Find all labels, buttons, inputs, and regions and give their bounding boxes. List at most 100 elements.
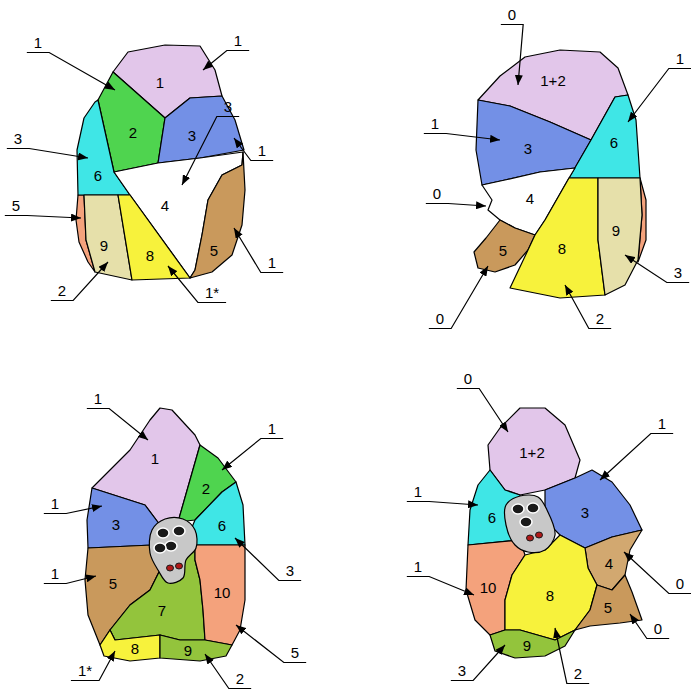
segment-shape <box>118 195 190 280</box>
segment-number: 10 <box>214 585 231 600</box>
bronchus-symbol <box>165 541 177 551</box>
lung-segment: 9 <box>598 178 642 295</box>
leader-line <box>630 614 669 639</box>
leader-line <box>222 439 283 471</box>
callout-number: 0 <box>464 371 472 386</box>
leader-line <box>426 204 486 207</box>
lung-segment: 9 <box>160 635 232 661</box>
segment-number: 6 <box>488 510 496 525</box>
segment-shape <box>190 152 245 278</box>
segment-number: 3 <box>581 505 589 520</box>
segment-number: 6 <box>94 168 102 183</box>
leader-line <box>501 25 523 86</box>
leader-line <box>205 654 251 689</box>
segment-number: 3 <box>188 128 196 143</box>
callout-number: 3 <box>286 563 294 578</box>
vessel-symbol <box>167 565 174 571</box>
segment-number: 8 <box>558 241 566 256</box>
leader-line <box>27 53 115 91</box>
segment-outline <box>100 630 160 661</box>
segment-number: 10 <box>480 580 497 595</box>
segment-number: 4 <box>161 198 169 213</box>
callout-number: 1 <box>34 35 42 50</box>
callout-number: 5 <box>12 198 20 213</box>
segment-outline <box>598 178 642 295</box>
leader-line <box>625 255 689 283</box>
leader-line <box>235 538 301 581</box>
leader-line <box>555 628 589 684</box>
segment-number: 9 <box>612 223 620 238</box>
segment-number: 5 <box>210 243 218 258</box>
segment-number: 6 <box>610 135 618 150</box>
callout-number: 3 <box>458 663 466 678</box>
segment-outline <box>190 152 245 278</box>
callout-number: 1 <box>258 143 266 158</box>
segment-number: 1 <box>151 451 159 466</box>
leader-line <box>424 134 500 141</box>
segment-number: 8 <box>546 588 554 603</box>
segment-number: 8 <box>131 641 139 656</box>
leader-line <box>87 409 148 441</box>
segment-shape <box>510 178 605 298</box>
segment-shape <box>100 630 160 661</box>
lung-segment: 8 <box>118 195 190 280</box>
leader-line <box>51 262 108 301</box>
callout-number: 2 <box>58 283 66 298</box>
segment-number: 9 <box>523 638 531 653</box>
callout-number: 0 <box>436 311 444 326</box>
callout-number: 0 <box>676 576 684 591</box>
hilum <box>504 495 555 553</box>
hilum-outline <box>149 518 197 584</box>
bronchus-symbol <box>512 504 524 514</box>
leader-line <box>203 51 249 71</box>
leader-line <box>457 389 508 433</box>
bronchus-symbol <box>154 543 166 553</box>
segment-number: 7 <box>158 603 166 618</box>
callout-number: 1 <box>268 421 276 436</box>
callout-number: 5 <box>291 645 299 660</box>
segment-shape <box>490 630 575 658</box>
callout-number: 1 <box>431 116 439 131</box>
callout-number: 3 <box>14 131 22 146</box>
segment-number: 2 <box>202 481 210 496</box>
segment-number: 4 <box>605 556 613 571</box>
leader-line <box>624 552 691 594</box>
callout-number: 2 <box>236 671 244 686</box>
segment-outline <box>190 482 245 545</box>
callout-number: 1* <box>78 663 92 678</box>
callout-number: 1 <box>51 566 59 581</box>
bronchus-symbol <box>527 503 539 513</box>
leader-line <box>71 651 115 681</box>
segment-outline <box>160 635 232 661</box>
lung-segment: 8 <box>100 630 160 661</box>
lung-segment: 5 <box>190 152 245 278</box>
segment-number: 9 <box>100 238 108 253</box>
segment-outline <box>158 96 244 163</box>
leader-line <box>565 285 611 329</box>
bronchus-symbol <box>157 528 169 538</box>
lung-segment: 6 <box>190 482 245 545</box>
leader-line <box>236 625 306 663</box>
callout-number: 1 <box>676 51 684 66</box>
callout-number: 1 <box>51 496 59 511</box>
callout-number: 2 <box>574 666 582 681</box>
segment-outline <box>569 95 640 178</box>
segment-number: 3 <box>112 517 120 532</box>
callout-number: 1 <box>94 391 102 406</box>
leader-line <box>182 117 239 186</box>
segment-shape <box>569 95 640 178</box>
segment-number: 2 <box>129 125 137 140</box>
vessel-symbol <box>536 532 543 538</box>
segment-number: 5 <box>499 243 507 258</box>
segment-number: 8 <box>146 248 154 263</box>
segment-shape <box>190 482 245 545</box>
callout-number: 3 <box>674 265 682 280</box>
segment-number: 5 <box>604 600 612 615</box>
leader-line <box>451 645 505 681</box>
leader-line <box>234 228 283 273</box>
segment-number: 1+2 <box>519 445 544 460</box>
segment-number: 3 <box>524 141 532 156</box>
segment-number: 9 <box>184 643 192 658</box>
segment-number: 4 <box>526 191 534 206</box>
